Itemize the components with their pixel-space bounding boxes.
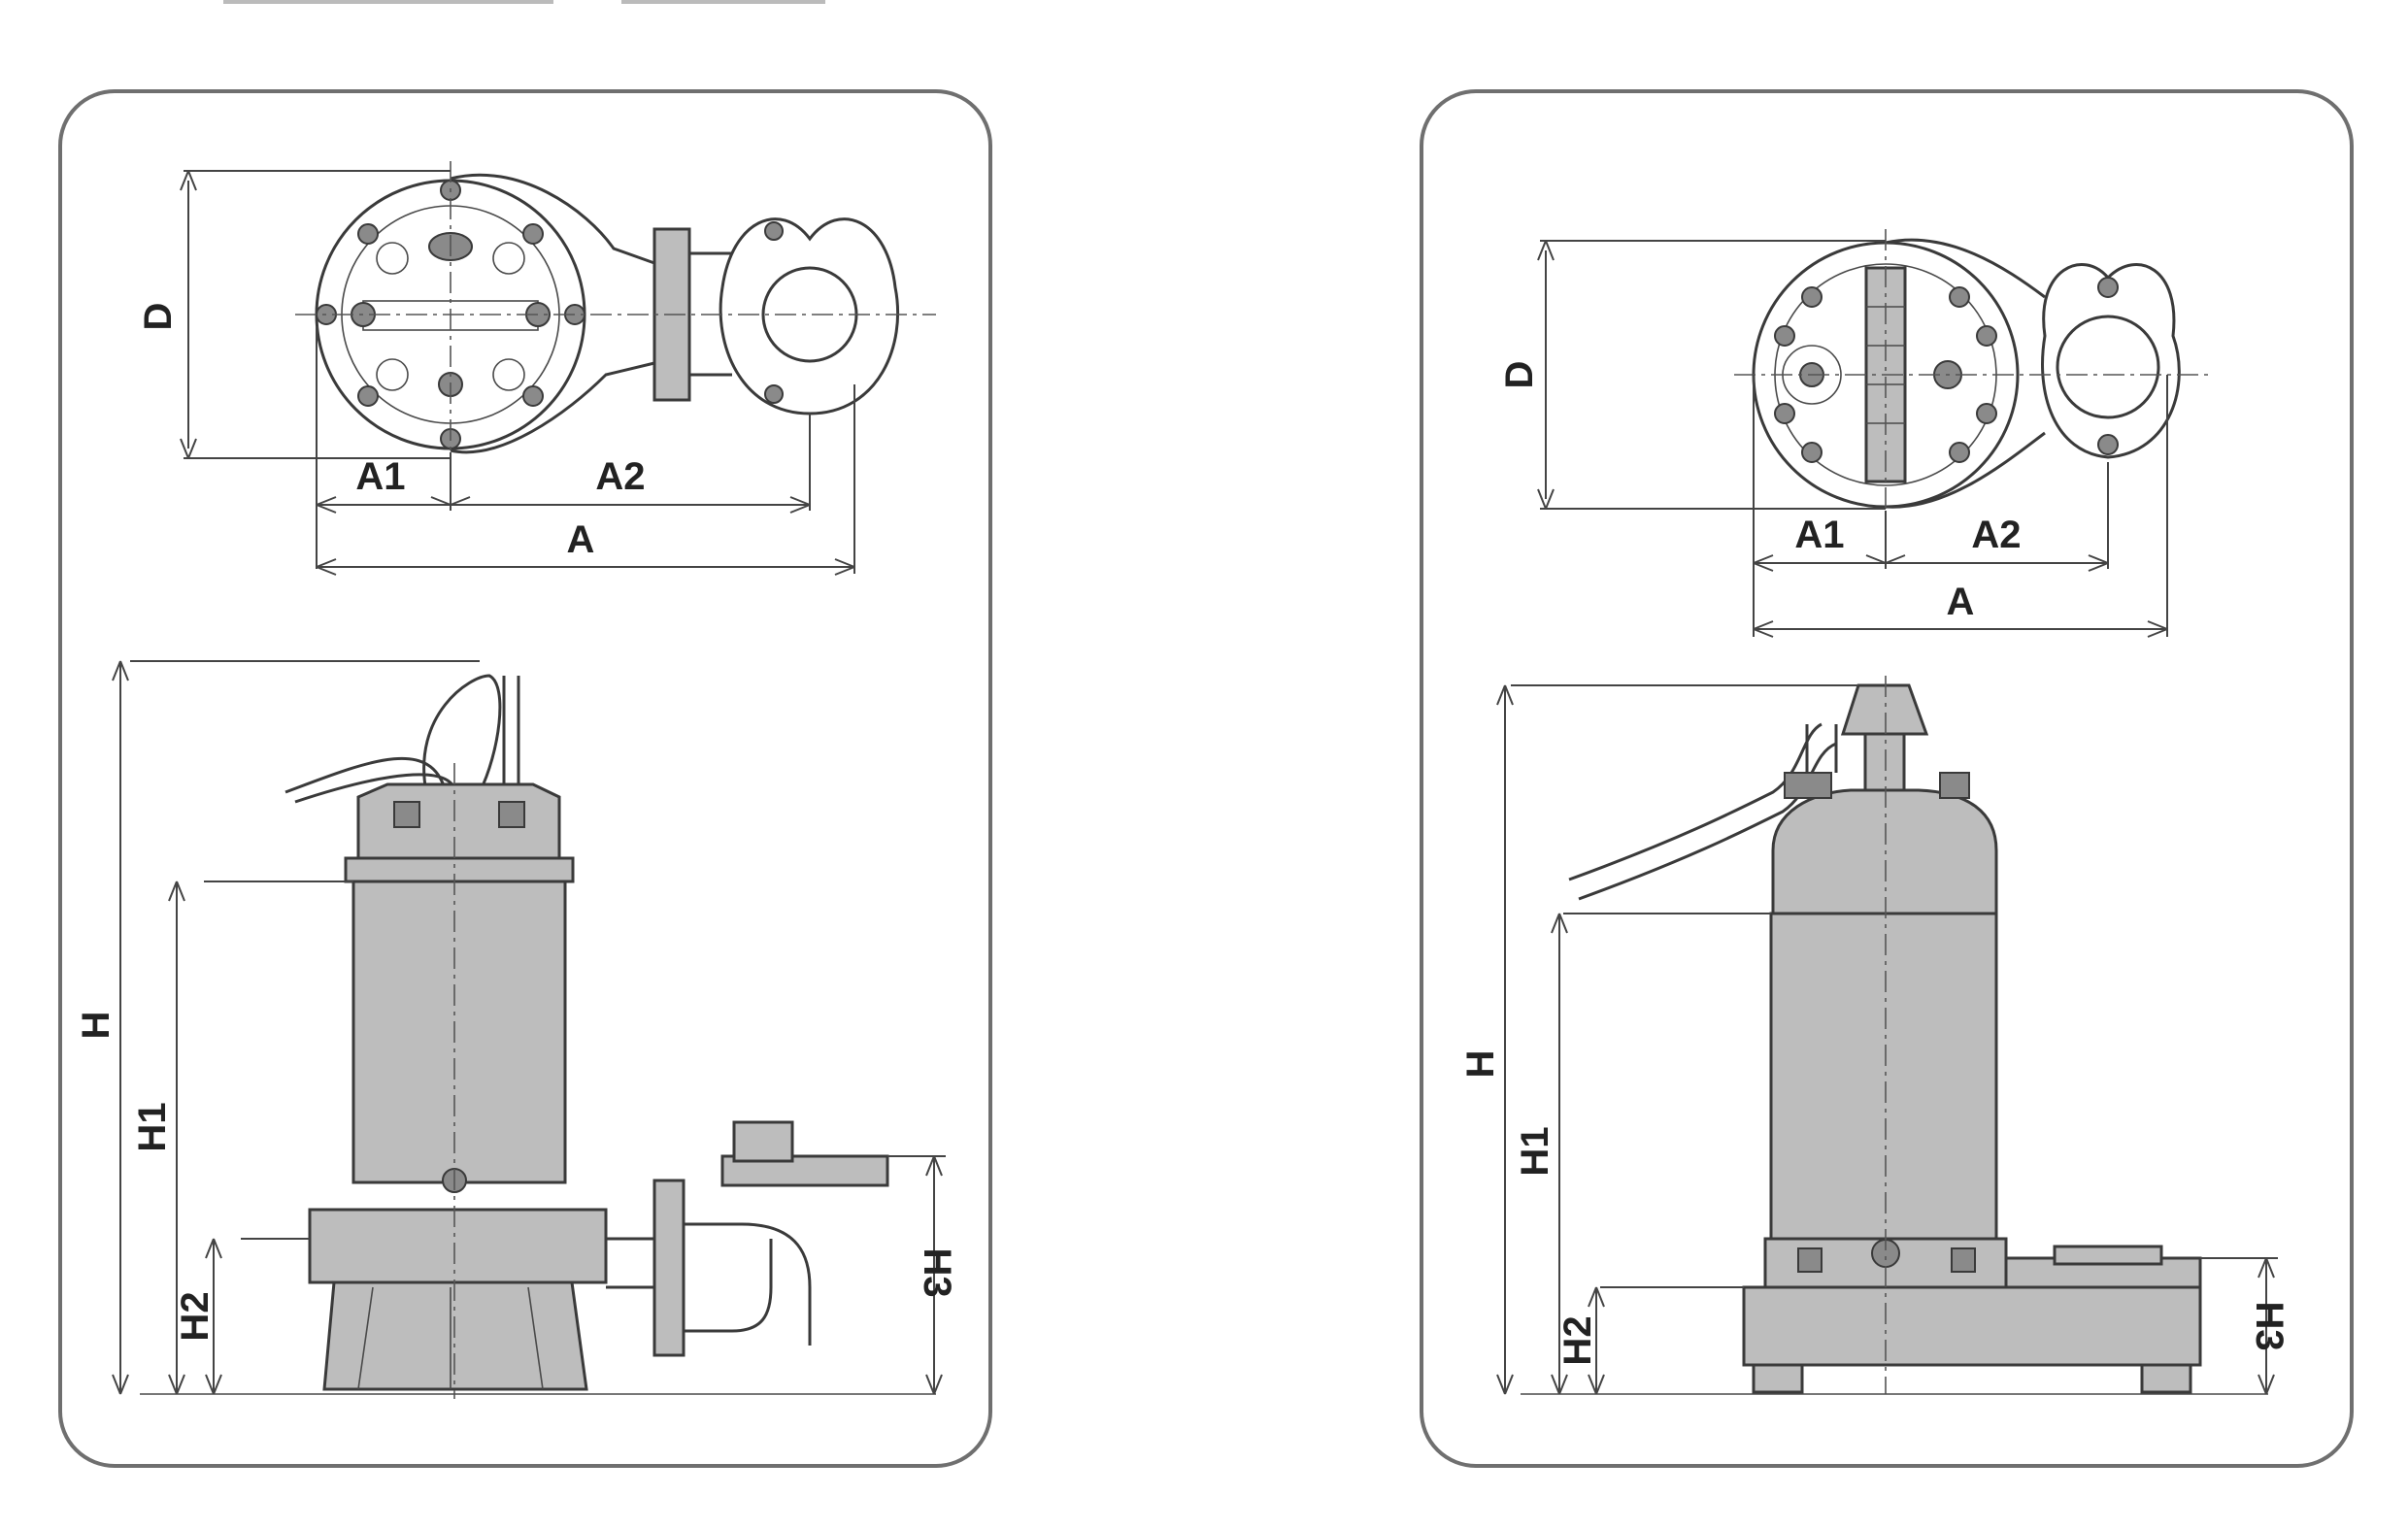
- dimension-A-line: [317, 504, 854, 568]
- dimension-label-A: A: [1947, 581, 1975, 623]
- dimension-label-D: D: [1498, 361, 1541, 389]
- motor-cap: [1771, 788, 1998, 915]
- pump-top-view: [180, 161, 936, 576]
- dimension-D-line: [1540, 240, 1886, 510]
- dimension-label-H: H: [1459, 1050, 1502, 1079]
- outlet-flange-top: [2041, 263, 2181, 459]
- volute-outline: [450, 173, 655, 265]
- dimension-label-H2: H2: [1556, 1315, 1599, 1365]
- dimension-label-D: D: [137, 303, 180, 331]
- volute-outline: [1885, 238, 2046, 509]
- dimension-label-A1: A1: [1794, 514, 1844, 556]
- dimension-label-H3: H3: [916, 1247, 958, 1297]
- motor-body: [1769, 912, 1998, 1241]
- outlet-bore: [2056, 315, 2160, 419]
- top-edge-mark: [223, 0, 553, 4]
- pump-side-view: [1496, 676, 2278, 1395]
- power-cable: [422, 674, 502, 793]
- power-cable: [1568, 722, 1823, 881]
- dimension-label-H1: H1: [131, 1102, 174, 1151]
- dimension-label-H1: H1: [1514, 1126, 1556, 1176]
- dimension-label-A1: A1: [355, 455, 405, 498]
- dimension-label-A2: A2: [1971, 514, 2021, 556]
- pump-side-view: [112, 660, 946, 1399]
- dimension-label-H2: H2: [174, 1291, 217, 1341]
- dimension-label-A2: A2: [595, 455, 645, 498]
- pump-drawing-right: D A1 A2 A H H1 H2 H3: [1459, 229, 2291, 1395]
- motor-body: [351, 880, 567, 1184]
- dimension-label-A: A: [567, 518, 595, 561]
- dimension-label-H3: H3: [2248, 1301, 2291, 1350]
- dimension-label-H: H: [75, 1012, 117, 1040]
- outlet-flange-top: [719, 217, 900, 415]
- dimension-A-line: [1754, 562, 2167, 630]
- top-edge-mark: [621, 0, 825, 4]
- pump-casing: [308, 1208, 608, 1284]
- motor-cap: [356, 782, 561, 862]
- pump-drawing-left: D A1 A2 A H H1 H2 H3: [75, 161, 958, 1399]
- pump-drawing-panel-right: D A1 A2 A H H1 H2 H3: [1420, 89, 2354, 1468]
- bolt-pattern: [1774, 286, 1997, 463]
- pump-drawing-panel-left: D A1 A2 A H H1 H2 H3: [58, 89, 992, 1468]
- pump-top-view: [1537, 229, 2210, 638]
- discharge-pipe: [606, 1237, 654, 1289]
- discharge-flange-side: [652, 1179, 686, 1357]
